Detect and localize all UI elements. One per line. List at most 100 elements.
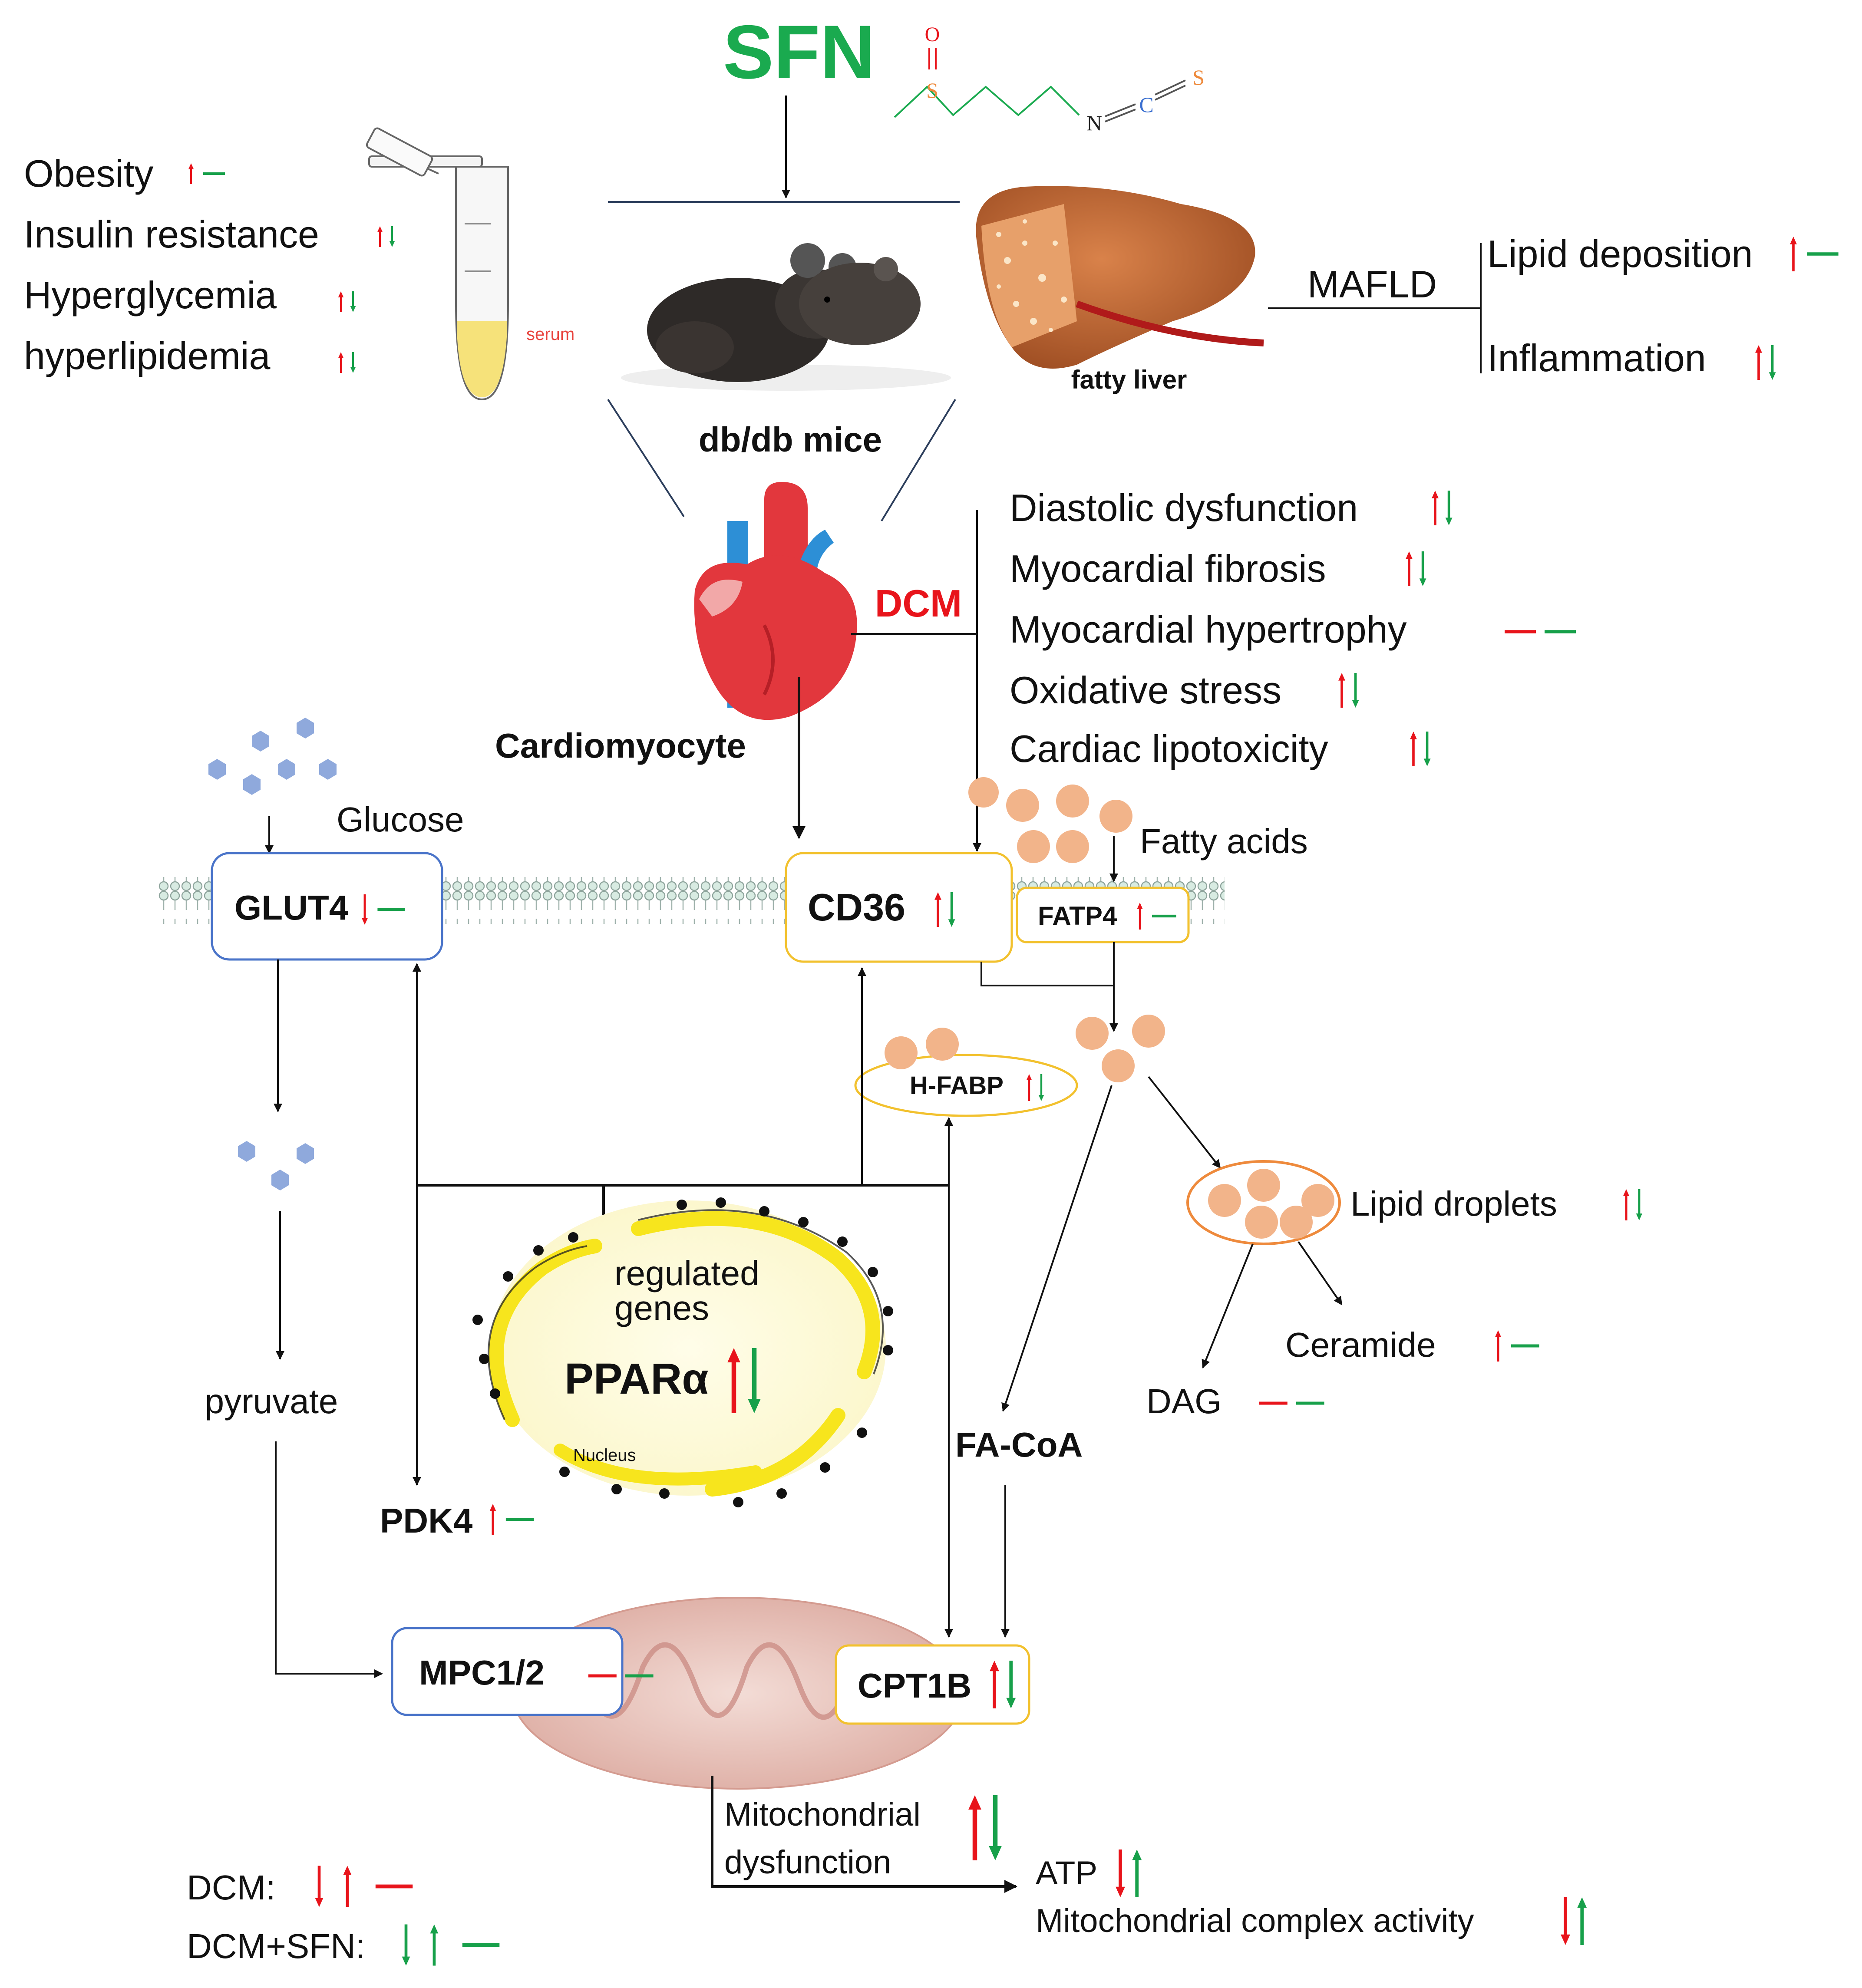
ind-mito-complex-dcm-down-arrow-icon bbox=[1561, 1897, 1570, 1945]
ind-lipid-droplets bbox=[1623, 1189, 1642, 1220]
legend-sfn-1-up-arrow-icon bbox=[430, 1924, 439, 1966]
ind-mito-complex-sfn-up-arrow-icon bbox=[1577, 1897, 1587, 1945]
ceramide-label: Ceramide bbox=[1285, 1325, 1436, 1364]
ind-hyperlipidemia-dcm-up-arrow-icon bbox=[338, 352, 344, 373]
dcm-outcome-label: Myocardial hypertrophy bbox=[1010, 608, 1407, 651]
cd36-transporter bbox=[785, 852, 1013, 963]
ind-hyperglycemia-dcm-up-arrow-icon bbox=[338, 291, 344, 312]
legend-sfn-symbols bbox=[402, 1924, 500, 1966]
mice-label: db/db mice bbox=[699, 420, 882, 459]
molecule-atom-s: S bbox=[926, 78, 938, 102]
ind-ceramide-dcm-up-arrow-icon bbox=[1495, 1330, 1502, 1362]
ind-lipotoxicity-dcm-up-arrow-icon bbox=[1410, 732, 1417, 766]
dcm-outcome-label: Oxidative stress bbox=[1010, 669, 1281, 712]
mafld-label: MAFLD bbox=[1307, 263, 1437, 306]
ind-obesity-dcm-up-arrow-icon bbox=[188, 163, 194, 184]
cd36-fatp4-merge-line bbox=[981, 962, 1114, 986]
ind-insulin-resistance bbox=[377, 226, 395, 247]
ind-atp-dcm-down-arrow-icon bbox=[1116, 1850, 1125, 1897]
intracellular-fa-icon bbox=[1076, 1015, 1165, 1082]
ind-obesity bbox=[188, 163, 225, 184]
droplet-to-ceramide-arrow bbox=[1297, 1241, 1343, 1306]
cardiomyocyte-label: Cardiomyocyte bbox=[495, 726, 746, 765]
ind-oxidative-sfn-down-arrow-icon bbox=[1352, 673, 1359, 708]
sfn-title: SFN bbox=[723, 10, 875, 95]
fatp4-transporter bbox=[1016, 887, 1190, 943]
pyruvate-label: pyruvate bbox=[205, 1382, 338, 1421]
mpc-label: MPC1/2 bbox=[419, 1653, 545, 1692]
serum-label: serum bbox=[526, 325, 574, 344]
ind-glut4-dcm-down-arrow-icon bbox=[362, 894, 368, 925]
phenotype-label: Obesity bbox=[24, 152, 153, 195]
ind-inflammation bbox=[1755, 345, 1776, 380]
glut4-transporter bbox=[211, 852, 443, 961]
legend-sfn-0-down-arrow-icon bbox=[402, 1924, 410, 1966]
ind-ppar-alpha bbox=[727, 1348, 761, 1413]
intracellular-glucose-icon bbox=[238, 1141, 314, 1190]
mafld-item-label: Inflammation bbox=[1487, 336, 1706, 379]
ind-atp bbox=[1116, 1850, 1142, 1897]
ind-hfabp bbox=[1026, 1074, 1044, 1101]
ind-mito-dysfunction-dcm-up-arrow-icon bbox=[968, 1795, 981, 1860]
hfabp-label: H-FABP bbox=[910, 1071, 1004, 1100]
droplet-to-dag-arrow bbox=[1202, 1243, 1254, 1368]
ind-fibrosis bbox=[1406, 551, 1426, 586]
fatty-acid-droplets-icon bbox=[968, 777, 1132, 863]
ind-mito-complex bbox=[1561, 1897, 1587, 1945]
ind-cpt1b bbox=[990, 1661, 1016, 1708]
dcm-label: DCM bbox=[875, 582, 962, 625]
ind-lipotoxicity bbox=[1410, 732, 1431, 766]
ind-hyperlipidemia bbox=[338, 352, 356, 373]
phenotype-label: Hyperglycemia bbox=[24, 274, 277, 316]
ind-mito-dysfunction-sfn-down-arrow-icon bbox=[989, 1795, 1002, 1860]
ind-fatp4-dcm-up-arrow-icon bbox=[1137, 903, 1143, 930]
ind-atp-sfn-up-arrow-icon bbox=[1132, 1850, 1142, 1897]
fatty-acids-label: Fatty acids bbox=[1140, 822, 1308, 860]
ind-cd36-sfn-down-arrow-icon bbox=[948, 892, 955, 927]
ind-lipid-deposition-dcm-up-arrow-icon bbox=[1790, 237, 1797, 271]
ind-mito-dysfunction bbox=[968, 1795, 1002, 1860]
phenotype-list: Obesity Insulin resistance Hyperglycemia… bbox=[24, 152, 319, 377]
regulated-genes-line1: regulated bbox=[614, 1254, 759, 1292]
ind-pdk4 bbox=[489, 1504, 534, 1535]
legend-dcm-1-up-arrow-icon bbox=[343, 1866, 352, 1907]
phenotype-label: hyperlipidemia bbox=[24, 334, 270, 377]
dcm-outcome-list: Diastolic dysfunction Myocardial fibrosi… bbox=[1010, 486, 1407, 770]
ind-ppar-alpha-dcm-up-arrow-icon bbox=[727, 1348, 740, 1413]
legend-dcm-symbols bbox=[315, 1866, 413, 1907]
legend: DCM: DCM+SFN: bbox=[187, 1866, 500, 1966]
ind-diastolic-dcm-up-arrow-icon bbox=[1432, 491, 1439, 525]
ind-insulin-resistance-dcm-up-arrow-icon bbox=[377, 226, 383, 247]
dcm-outcome-label: Cardiac lipotoxicity bbox=[1010, 727, 1328, 770]
ind-oxidative-dcm-up-arrow-icon bbox=[1338, 673, 1345, 708]
fatty-liver-label: fatty liver bbox=[1071, 365, 1187, 394]
molecule-atom-o: O bbox=[925, 23, 940, 46]
facoa-label: FA-CoA bbox=[955, 1425, 1083, 1464]
glucose-molecules-icon bbox=[208, 718, 337, 795]
cd36-label: CD36 bbox=[808, 886, 905, 929]
cpt1b-label: CPT1B bbox=[858, 1666, 971, 1705]
fa-to-facoa-arrow bbox=[1001, 1085, 1113, 1412]
fatty-liver-image bbox=[976, 186, 1264, 369]
glut4-label: GLUT4 bbox=[234, 888, 349, 927]
ind-glut4 bbox=[362, 894, 405, 925]
pyruvate-to-mpc-arrow bbox=[275, 1441, 383, 1678]
dcm-bracket bbox=[851, 510, 981, 852]
ppar-alpha-label: PPARα bbox=[565, 1355, 709, 1403]
mpc-transporter bbox=[391, 1627, 624, 1716]
ind-lipid-droplets-sfn-down-arrow-icon bbox=[1636, 1189, 1642, 1220]
ind-diastolic-sfn-down-arrow-icon bbox=[1445, 491, 1453, 525]
dag-label: DAG bbox=[1146, 1382, 1222, 1421]
molecule-atom-c: C bbox=[1139, 92, 1153, 117]
glucose-label: Glucose bbox=[337, 800, 464, 839]
regulated-genes-line2: genes bbox=[614, 1289, 709, 1327]
ind-lipid-deposition bbox=[1790, 237, 1839, 271]
ind-cd36 bbox=[934, 892, 955, 927]
mice-image bbox=[621, 243, 951, 391]
ind-inflammation-dcm-up-arrow-icon bbox=[1755, 345, 1762, 380]
legend-dcm-0-down-arrow-icon bbox=[315, 1866, 324, 1907]
mafld-bracket bbox=[1268, 243, 1482, 373]
ind-lipid-droplets-dcm-up-arrow-icon bbox=[1623, 1189, 1630, 1220]
ind-fibrosis-dcm-up-arrow-icon bbox=[1406, 551, 1413, 586]
